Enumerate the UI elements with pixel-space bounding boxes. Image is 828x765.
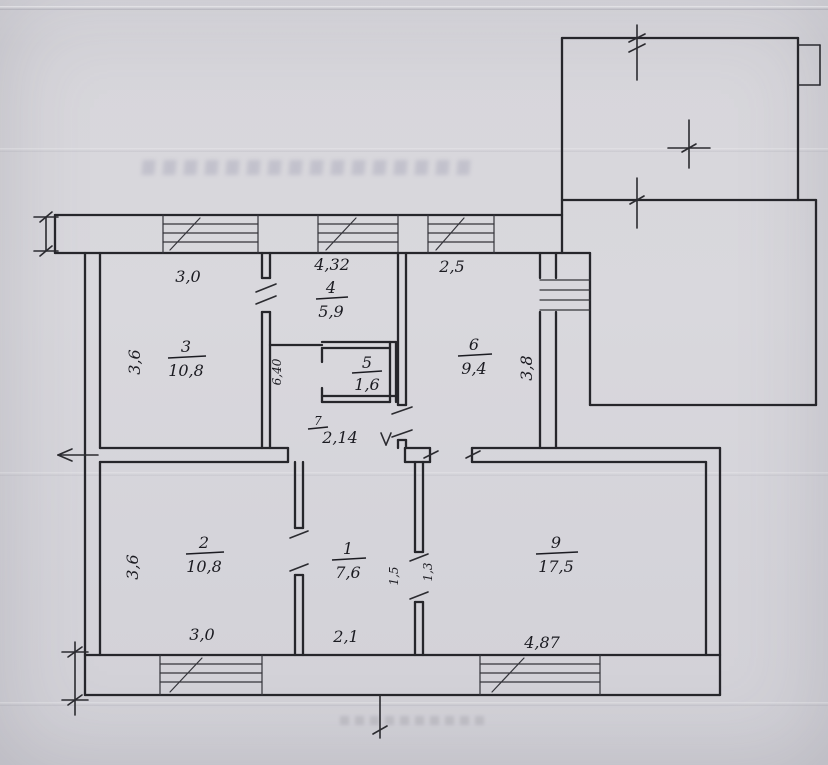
interior-walls: [98, 251, 722, 657]
annex-right: [588, 198, 818, 407]
dim-left-lower: 3,6: [123, 554, 142, 579]
room2-area: 10,8: [186, 557, 222, 576]
room3-area: 10,8: [168, 361, 204, 380]
dim-left-upper: 3,6: [125, 349, 144, 374]
annex-top-right-marks: [628, 24, 821, 229]
dim-hall-side: 6,40: [270, 358, 284, 385]
dim-top-left: 3,0: [175, 267, 200, 286]
room7-number: 7: [314, 414, 322, 428]
dim-room6-side: 3,8: [517, 355, 536, 380]
dim-closet-b: 1,3: [421, 562, 435, 581]
room1-area: 7,6: [335, 563, 360, 582]
room6-area: 9,4: [461, 359, 486, 378]
room4-number: 4: [325, 278, 336, 297]
plan-labels: 3,0 4,32 2,5 3 10,8 4 5,9 5 1,6 6 9,4 7 …: [123, 255, 574, 652]
window-hatch-top: [162, 214, 495, 254]
room7-area: 2,14: [321, 428, 358, 447]
dim-closet-a: 1,5: [387, 566, 401, 585]
dim-top-right: 2,5: [438, 257, 464, 276]
dim-top-middle: 4,32: [313, 255, 350, 274]
dimension-marks: [33, 211, 388, 739]
room5-area: 1,6: [354, 375, 379, 394]
room5-number: 5: [362, 353, 372, 372]
faint-pencil-note: [340, 716, 490, 725]
room5-closet-walls: [268, 340, 398, 404]
room6-number: 6: [469, 335, 479, 354]
door-marks: [255, 283, 481, 600]
window-hatch-bottom: [159, 654, 601, 696]
room4-area: 5,9: [318, 302, 343, 321]
room9-area: 17,5: [538, 557, 574, 576]
room9-number: 9: [551, 533, 561, 552]
annex-top-right: [560, 36, 818, 255]
room1-number: 1: [343, 539, 353, 558]
room-label-fraction-bars: [167, 296, 579, 561]
annex-connection-hatch: [539, 279, 591, 311]
dim-bottom-right: 4,87: [523, 633, 560, 652]
dim-bottom-middle: 2,1: [332, 627, 358, 646]
dim-bottom-left: 3,0: [189, 625, 214, 644]
room2-number: 2: [198, 533, 209, 552]
room3-number: 3: [181, 337, 191, 356]
outer-walls: [53, 213, 722, 697]
